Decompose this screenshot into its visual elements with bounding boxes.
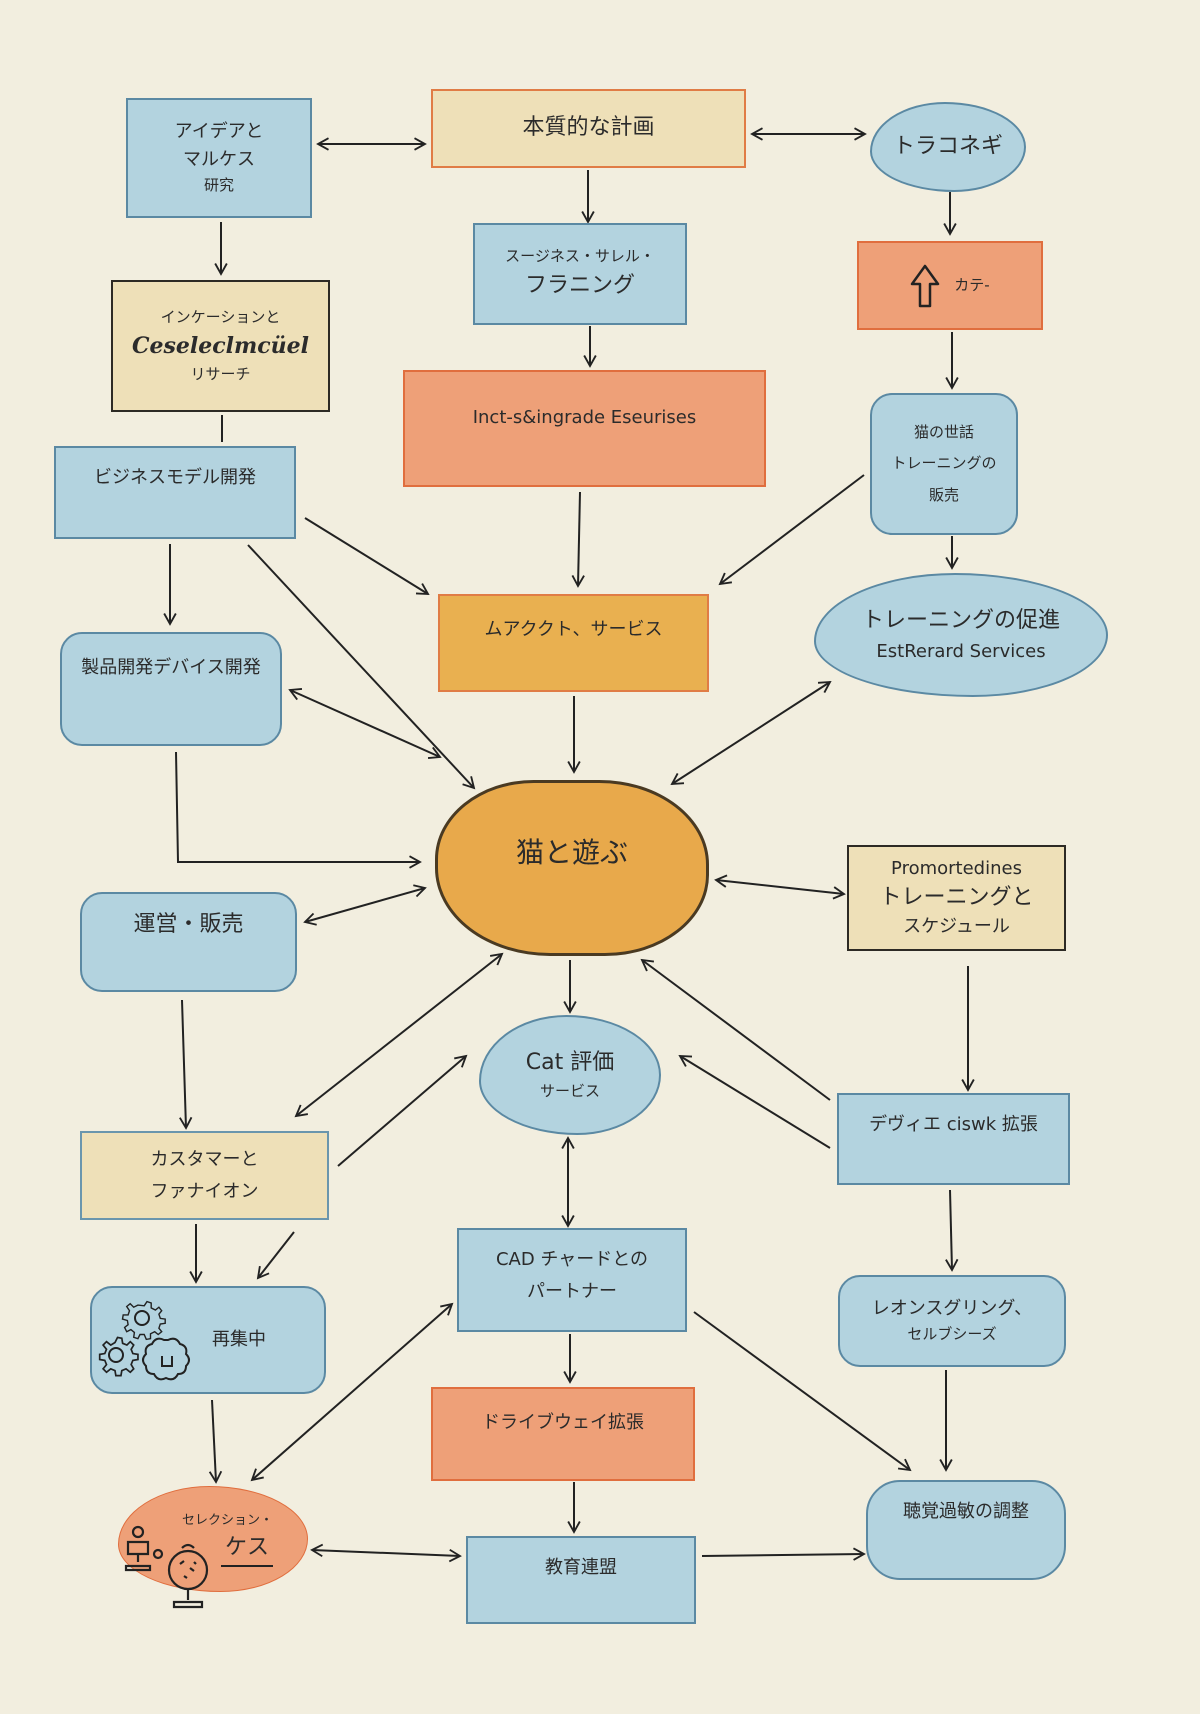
node-cat-care-sales[interactable]: 猫の世話 トレーニングの 販売 <box>870 393 1018 535</box>
node-label: トレーニングと <box>879 885 1034 911</box>
edge-education-hyperacusis <box>701 1547 866 1561</box>
node-label: 教育連盟 <box>545 1557 617 1578</box>
edge-productdev-center <box>288 688 442 759</box>
node-education-alliance[interactable]: 教育連盟 <box>466 1536 696 1624</box>
edge-selection-education <box>310 1543 462 1563</box>
node-hyperacusis-adjust[interactable]: 聴覚過敏の調整 <box>866 1480 1066 1580</box>
node-label: パートナー <box>527 1281 617 1303</box>
edge-promotion-center <box>670 680 832 786</box>
up-arrow-icon <box>911 264 940 307</box>
edge-customer-refocus-2 <box>256 1231 295 1280</box>
node-essential-plan[interactable]: 本質的な計画 <box>431 89 746 168</box>
node-cat-evaluation[interactable]: Cat 評価 サービス <box>479 1015 661 1135</box>
node-label: Inct-s&ingrade Eseurises <box>472 407 697 428</box>
node-label: 販売 <box>928 485 959 504</box>
node-label: セルブシーズ <box>907 1325 997 1344</box>
node-torakonegi[interactable]: トラコネギ <box>870 102 1026 192</box>
node-incubation-research[interactable]: インケーションと Ceseleclmcüel リサーチ <box>111 280 330 412</box>
node-label: リサーチ <box>190 365 251 384</box>
node-idea-research[interactable]: アイデアと マルケス 研究 <box>126 98 312 218</box>
node-label: トラコネギ <box>892 133 1003 159</box>
node-label: サービス <box>539 1082 600 1101</box>
node-label: セレクション・ <box>181 1512 273 1528</box>
edge-customer-cateval <box>337 1054 468 1167</box>
node-label: インケーションと <box>160 307 281 326</box>
node-label: 聴覚過敏の調整 <box>903 1501 1029 1522</box>
edge-catcare-impact <box>718 474 865 586</box>
node-label: ムアククト、サービス <box>484 619 663 640</box>
node-label: カテ- <box>954 275 990 294</box>
node-customer-fashion[interactable]: カスタマーと ファナイオン <box>80 1131 329 1220</box>
edge-cad-hyperacusis <box>693 1311 912 1472</box>
node-label: Cat 評価 <box>525 1050 615 1076</box>
node-label: ドライブウェイ拡張 <box>482 1412 644 1433</box>
edge-cad-selection <box>250 1302 454 1482</box>
node-training-promotion[interactable]: トレーニングの促進 EstRerard Services <box>814 573 1108 697</box>
node-label: CAD チャードとの <box>495 1249 649 1270</box>
node-device-expansion[interactable]: デヴィエ ciswk 拡張 <box>837 1093 1070 1185</box>
node-label: ケス <box>220 1531 273 1568</box>
node-label: カスタマーと <box>150 1149 259 1170</box>
node-business-model[interactable]: ビジネスモデル開発 <box>54 446 296 539</box>
node-label: スケジュール <box>903 915 1010 937</box>
node-label: フラニング <box>524 272 635 298</box>
node-label: 運営・販売 <box>133 912 244 937</box>
node-selection-case[interactable]: セレクション・ ケス <box>118 1486 308 1592</box>
node-leon-sgring[interactable]: レオンスグリング、 セルブシーズ <box>838 1275 1066 1367</box>
node-label: EstRerard Services <box>876 641 1046 663</box>
edge-device-cateval <box>678 1054 831 1149</box>
edge-device-center <box>640 958 831 1101</box>
node-label: 本質的な計画 <box>522 115 655 141</box>
node-cad-partner[interactable]: CAD チャードとの パートナー <box>457 1228 687 1332</box>
node-refocus[interactable]: 再集中 <box>90 1286 326 1394</box>
edge-bizmodel-impact <box>304 517 430 596</box>
edge-refocus-selection <box>208 1399 223 1484</box>
edge-operations-center <box>303 884 427 926</box>
node-label: トレーニングの促進 <box>861 608 1060 633</box>
trophy-globe-icon <box>124 1525 209 1609</box>
edge-productdev-center-elbow <box>175 751 422 869</box>
edge-upgrade-impact <box>571 491 585 588</box>
node-label: トレーニングの <box>891 454 997 473</box>
edge-operations-customer <box>179 999 193 1130</box>
node-upgrade-services[interactable]: Inct-s&ingrade Eseurises <box>403 370 766 487</box>
node-label: デヴィエ ciswk 拡張 <box>869 1114 1038 1135</box>
node-business-planning[interactable]: スージネス・サレル・ フラニング <box>473 223 687 325</box>
node-label: ビジネスモデル開発 <box>94 467 256 488</box>
node-label: 研究 <box>203 176 234 195</box>
node-label: 猫の世話 <box>913 422 974 441</box>
node-training-schedule[interactable]: Promortedines トレーニングと スケジュール <box>847 845 1066 951</box>
node-driveway-expansion[interactable]: ドライブウェイ拡張 <box>431 1387 695 1481</box>
node-label: Promortedines <box>891 857 1022 879</box>
node-label: 再集中 <box>212 1329 266 1351</box>
gears-icon <box>98 1300 190 1381</box>
node-category[interactable]: カテ- <box>857 241 1043 330</box>
node-label: 製品開発デバイス開発 <box>81 657 261 678</box>
edge-customer-center <box>294 952 504 1118</box>
node-impact-service[interactable]: ムアククト、サービス <box>438 594 709 692</box>
edge-device-leon <box>945 1189 959 1272</box>
node-label: レオンスグリング、 <box>871 1298 1033 1320</box>
node-play-with-cat[interactable]: 猫と遊ぶ <box>435 780 709 956</box>
node-label: 猫と遊ぶ <box>515 836 628 869</box>
node-operations-sales[interactable]: 運営・販売 <box>80 892 297 992</box>
node-label: マルケス <box>183 149 255 171</box>
node-label: スージネス・サレル・ <box>505 247 655 266</box>
node-product-dev[interactable]: 製品開発デバイス開発 <box>60 632 282 746</box>
edge-center-schedule <box>714 874 846 900</box>
node-label: ファナイオン <box>150 1180 259 1202</box>
node-label: アイデアと <box>174 121 264 143</box>
node-label: Ceseleclmcüel <box>131 332 310 359</box>
